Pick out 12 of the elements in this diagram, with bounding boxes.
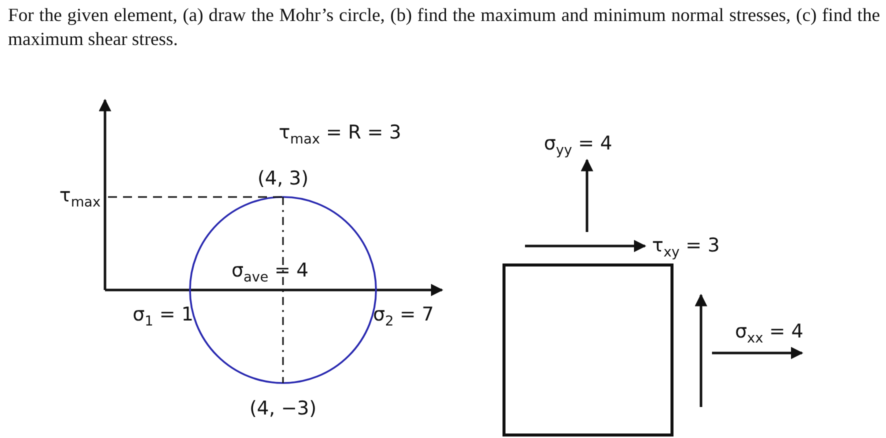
axis-label: τ$_{max}$ — [59, 186, 101, 210]
point-label: (4, −3) — [250, 398, 316, 420]
normal-stress-label: σ$_{xx}$ = 4 — [735, 322, 804, 346]
principal-stress-label: σ$_{2}$ = 7 — [373, 304, 434, 330]
principal-stress-label: σ$_{1}$ = 1 — [132, 304, 194, 330]
shear-stress-label: τ$_{xy}$ = 3 — [652, 236, 720, 260]
average-stress-label: σ$_{ave}$ = 4 — [231, 260, 309, 286]
stress-element — [502, 264, 674, 436]
problem-statement: For the given element, (a) draw the Mohr’s circle, (b) find the maximum and minimum normal stresses, (c) find the maximum shear stress. — [8, 4, 880, 52]
point-label: (4, 3) — [257, 168, 309, 190]
max-shear-label: τ$_{max}$ = R = 3 — [278, 122, 402, 148]
normal-stress-label: σ$_{yy}$ = 4 — [544, 134, 612, 158]
